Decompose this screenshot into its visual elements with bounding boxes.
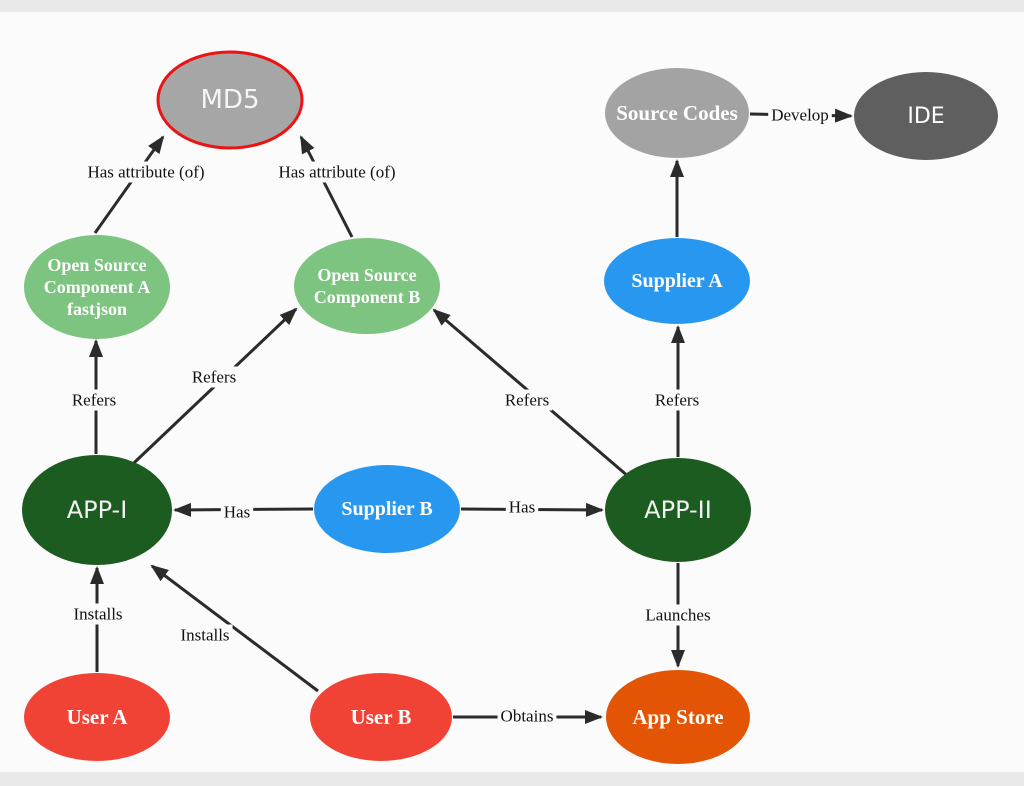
edge-comp-a-md5 — [93, 135, 165, 234]
node-shape-app-store — [606, 670, 750, 764]
edge-user-b-app-i — [150, 564, 319, 693]
edge-label-app-i-comp-a: Refers — [72, 391, 116, 410]
edge-label-backing-source-codes-ide — [768, 104, 832, 126]
edge-label-backing-app-ii-supplier-a — [651, 389, 703, 411]
node-shape-open-source-component-a — [24, 235, 170, 339]
node-shape-ide — [854, 72, 998, 160]
edge-label-supplier-b-app-ii: Has — [509, 498, 535, 517]
node-label-ide: IDE — [907, 104, 944, 129]
edge-label-app-ii-supplier-a: Refers — [655, 391, 699, 410]
node-ide: IDE — [854, 72, 998, 160]
edge-label-backing-user-b-app-store — [497, 705, 557, 727]
edge-label-backing-app-ii-comp-b — [501, 389, 553, 411]
node-shape-md5 — [156, 50, 304, 150]
node-app-i: APP-I — [22, 455, 172, 565]
node-app-ii: APP-II — [605, 458, 751, 562]
node-label-supplier-b: Supplier B — [341, 498, 432, 520]
node-supplier-b: Supplier B — [314, 465, 460, 553]
edge-label-backing-app-ii-app-store — [642, 604, 714, 626]
node-shape-open-source-component-b — [294, 238, 440, 334]
node-shape-user-a — [24, 673, 170, 761]
node-label-app-i: APP-I — [67, 496, 128, 524]
node-supplier-a: Supplier A — [604, 238, 750, 324]
edge-label-backing-user-a-app-i — [70, 603, 126, 625]
edge-app-i-comp-b — [115, 307, 298, 481]
node-shape-supplier-a — [604, 238, 750, 324]
node-label-app-store: App Store — [632, 705, 723, 729]
edge-label-backing-app-i-comp-a — [68, 389, 120, 411]
node-label-source-codes: Source Codes — [616, 101, 738, 125]
node-label-user-a: User A — [67, 705, 129, 729]
edge-label-app-ii-app-store: Launches — [645, 606, 710, 625]
letterbox-band-bottom — [0, 772, 1024, 786]
edge-label-backing-user-b-app-i — [177, 624, 233, 646]
edge-comp-b-md5 — [299, 135, 354, 238]
edge-label-backing-comp-b-md5 — [275, 161, 399, 183]
edge-label-comp-b-md5: Has attribute (of) — [278, 163, 395, 182]
node-user-a: User A — [24, 673, 170, 761]
edge-label-backing-supplier-b-app-i — [220, 501, 254, 523]
node-shape-app-i — [22, 455, 172, 565]
node-label-supplier-a: Supplier A — [631, 270, 723, 292]
node-shape-app-ii — [605, 458, 751, 562]
edge-label-comp-a-md5: Has attribute (of) — [87, 163, 204, 182]
edge-label-source-codes-ide: Develop — [771, 106, 829, 125]
node-shape-user-b — [310, 673, 452, 761]
edge-label-backing-comp-a-md5 — [84, 161, 208, 183]
letterbox-band-top — [0, 0, 1024, 12]
node-label-md5: MD5 — [201, 85, 260, 115]
node-label-app-ii: APP-II — [644, 496, 712, 524]
edge-label-user-b-app-store: Obtains — [501, 707, 554, 726]
node-md5: MD5 — [156, 50, 304, 150]
node-label-user-b: User B — [351, 705, 412, 729]
node-user-b: User B — [310, 673, 452, 761]
node-source-codes: Source Codes — [605, 68, 749, 158]
edge-labels-layer: Has attribute (of) Has attribute (of) Deve… — [68, 104, 832, 727]
edge-label-user-b-app-i: Installs — [180, 626, 229, 645]
edge-label-backing-supplier-b-app-ii — [505, 496, 539, 518]
edge-label-supplier-b-app-i: Has — [224, 503, 250, 522]
node-shape-source-codes — [605, 68, 749, 158]
node-app-store: App Store — [606, 670, 750, 764]
edge-label-app-i-comp-b: Refers — [192, 368, 236, 387]
edge-label-user-a-app-i: Installs — [73, 605, 122, 624]
edge-label-backing-app-i-comp-b — [188, 366, 240, 388]
edge-label-app-ii-comp-b: Refers — [505, 391, 549, 410]
node-shape-supplier-b — [314, 465, 460, 553]
